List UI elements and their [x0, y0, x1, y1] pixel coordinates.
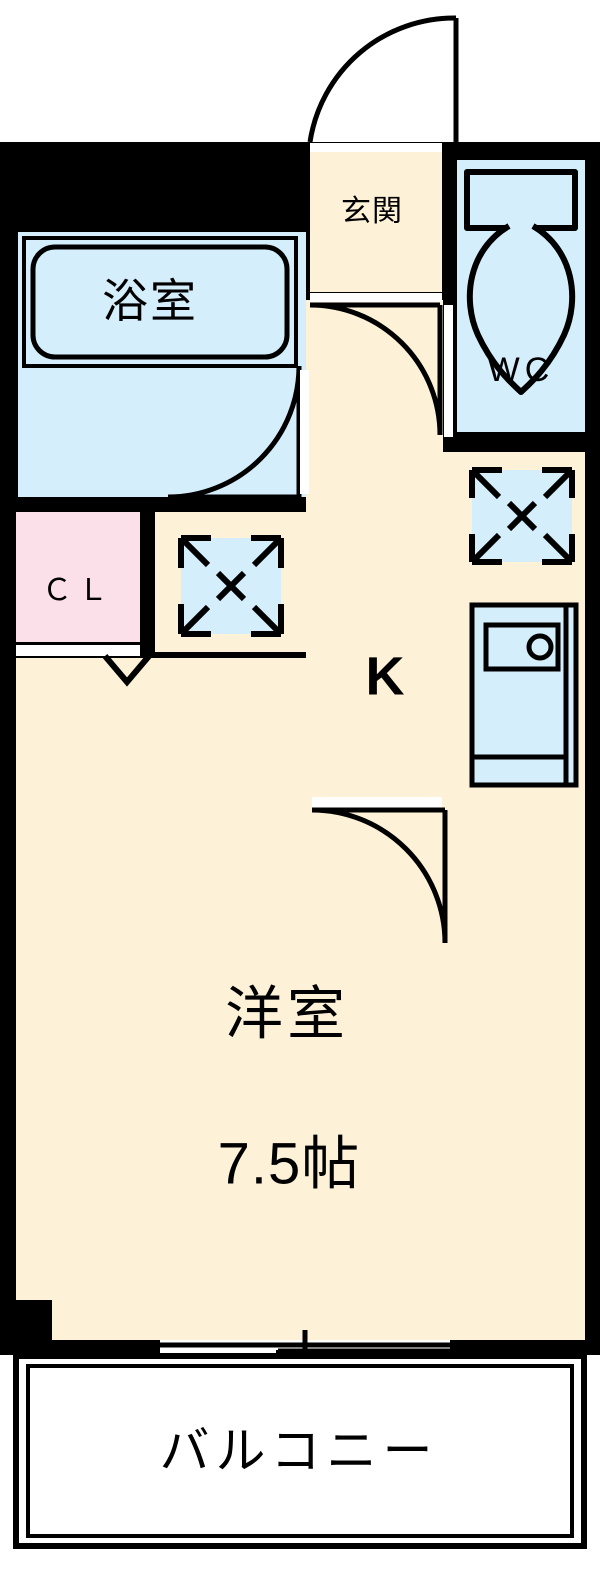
wc-label: WC: [488, 351, 555, 389]
genkan-door-jamb: [444, 305, 453, 437]
bath-door-swing: [167, 365, 302, 500]
room-doorway-sill: [312, 797, 442, 808]
sink-with-drain: [469, 602, 579, 788]
kitchen-room-door-swing: [311, 807, 448, 944]
entry-door-swing: [307, 15, 459, 143]
main-room-label: 洋室: [225, 981, 349, 1046]
closet-door-sill: [16, 645, 140, 656]
balcony-label: バルコニー: [160, 1423, 439, 1479]
main-room-area: 7.5帖: [218, 1131, 361, 1196]
balcony-area: [13, 1353, 587, 1549]
washing-machine-pan-right: [469, 467, 575, 565]
kitchen-label: K: [366, 646, 405, 706]
toilet-fixture: [464, 169, 578, 395]
bathroom-label: 浴室: [102, 275, 198, 327]
genkan-door-swing: [309, 302, 443, 436]
closet-label: ＣＬ: [42, 574, 114, 607]
bath-doorway: [300, 370, 309, 494]
bathtub-outline: [22, 236, 298, 368]
genkan-floor: [310, 150, 442, 292]
genkan-label: 玄関: [341, 195, 403, 228]
genkan-doorway-sill: [310, 293, 442, 302]
folding-door-chevron: [102, 654, 152, 687]
sliding-glass-door: [50, 1330, 456, 1365]
closet-floor: [16, 512, 140, 642]
entry-threshold: [310, 143, 442, 152]
washing-machine-pan-left: [178, 535, 284, 637]
